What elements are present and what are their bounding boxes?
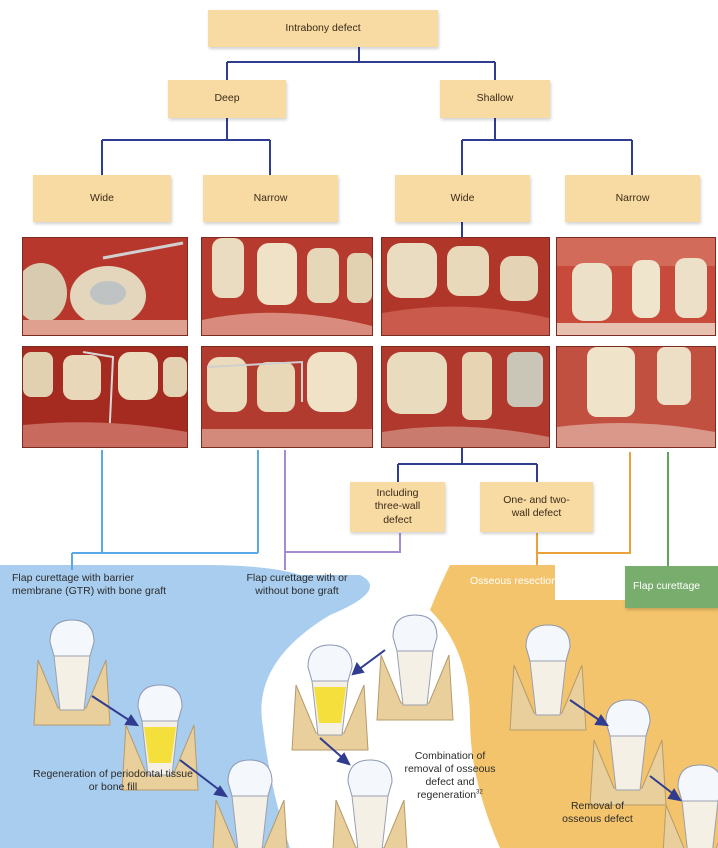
resection-tooth-3 (662, 765, 718, 848)
flap-tooth-1 (377, 615, 453, 720)
removal-outcome-label: Removal of osseous defect (550, 800, 645, 826)
combination-reference: 32 (476, 790, 483, 796)
flap-tooth-2 (292, 645, 368, 750)
resection-tooth-1 (510, 625, 586, 730)
regeneration-outcome-label: Regeneration of periodontal tissue or bo… (28, 768, 198, 794)
gtr-tooth-1 (34, 620, 110, 725)
combination-outcome-label: Combination of removal of osseous defect… (395, 750, 505, 803)
gtr-tooth-3 (212, 760, 288, 848)
